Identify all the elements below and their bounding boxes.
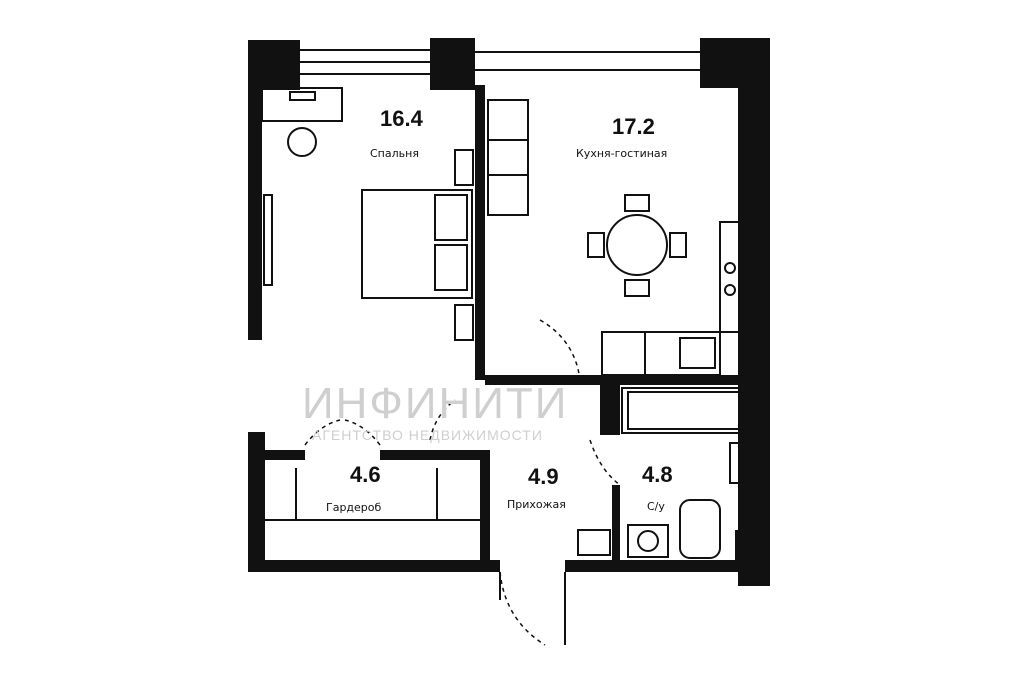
wardrobe-area: 4.6: [350, 462, 381, 487]
bathroom-area: 4.8: [642, 462, 673, 487]
watermark-tagline: АГЕНТСТВО НЕДВИЖИМОСТИ: [312, 427, 543, 443]
sofa: [487, 99, 529, 216]
bathtub: [621, 387, 763, 434]
wardrobe-name: Гардероб: [326, 501, 382, 514]
bedroom-name: Спальня: [370, 147, 419, 160]
furniture: [261, 87, 763, 559]
desk: [261, 87, 343, 122]
bathroom-name: С/у: [647, 500, 665, 513]
toilet: [679, 499, 721, 559]
door-swings: [304, 319, 621, 646]
hallway-area: 4.9: [528, 464, 559, 489]
watermark-brand: ИНФИНИТИ: [302, 379, 568, 428]
washing-machine: [627, 524, 669, 558]
kitchen-name: Кухня-гостиная: [576, 147, 667, 160]
walls: [248, 38, 770, 586]
dining-table: [606, 214, 668, 276]
watermark-logo: ИНФИНИТИ АГЕНТСТВО НЕДВИЖИМОСТИ: [302, 379, 568, 443]
sink: [729, 442, 763, 484]
kitchen-counter: [719, 221, 741, 333]
bedroom-area: 16.4: [380, 106, 424, 131]
bed: [361, 189, 473, 299]
chair: [287, 127, 317, 157]
hallway-name: Прихожая: [507, 498, 566, 511]
windows: [263, 49, 753, 286]
kitchen-area: 17.2: [612, 114, 655, 139]
